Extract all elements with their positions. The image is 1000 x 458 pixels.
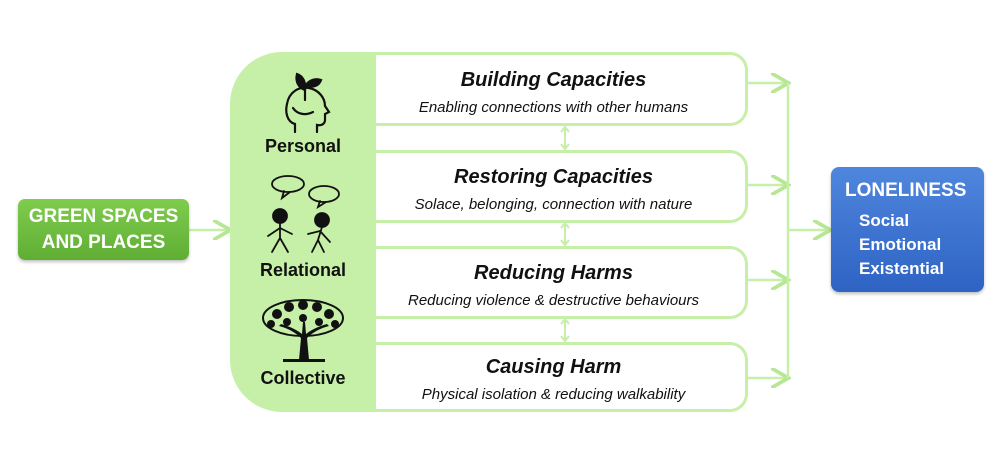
tree-icon [262, 299, 344, 362]
levels-panel: Personal Relational Collective [230, 52, 376, 412]
level-relational: Relational [259, 260, 347, 280]
target-title: LONELINESS [845, 180, 967, 201]
level-collective: Collective [260, 368, 346, 388]
stage-subtitle: Reducing violence & destructive behaviou… [408, 292, 699, 309]
stage-restoring-capacities: Restoring Capacities Solace, belonging, … [376, 150, 748, 223]
stage-title: Restoring Capacities [454, 166, 653, 188]
stage-subtitle: Enabling connections with other humans [418, 99, 689, 116]
source-box: GREEN SPACES AND PLACES [18, 199, 189, 260]
double-arrow-2 [560, 221, 570, 247]
stage-subtitle: Solace, belonging, connection with natur… [414, 196, 693, 213]
stage-reducing-harms: Reducing Harms Reducing violence & destr… [376, 246, 748, 319]
source-line-1: GREEN SPACES [28, 205, 179, 227]
target-item-social: Social [859, 211, 910, 230]
stage-subtitle: Physical isolation & reducing walkabilit… [421, 386, 686, 403]
level-personal: Personal [264, 136, 342, 156]
stage-title: Causing Harm [485, 356, 622, 378]
stage-title: Reducing Harms [474, 262, 633, 284]
stage-building-capacities: Building Capacities Enabling connections… [376, 52, 748, 126]
target-item-emotional: Emotional [859, 235, 942, 254]
stage-title: Building Capacities [460, 69, 647, 91]
source-line-2: AND PLACES [41, 231, 166, 253]
plant-head-icon [285, 72, 331, 134]
double-arrow-1 [560, 125, 570, 151]
double-arrow-3 [560, 317, 570, 343]
speech-people-icon [267, 175, 340, 253]
target-item-existential: Existential [859, 259, 945, 278]
stage-causing-harm: Causing Harm Physical isolation & reduci… [376, 342, 748, 412]
target-box: LONELINESS Social Emotional Existential [831, 167, 984, 292]
